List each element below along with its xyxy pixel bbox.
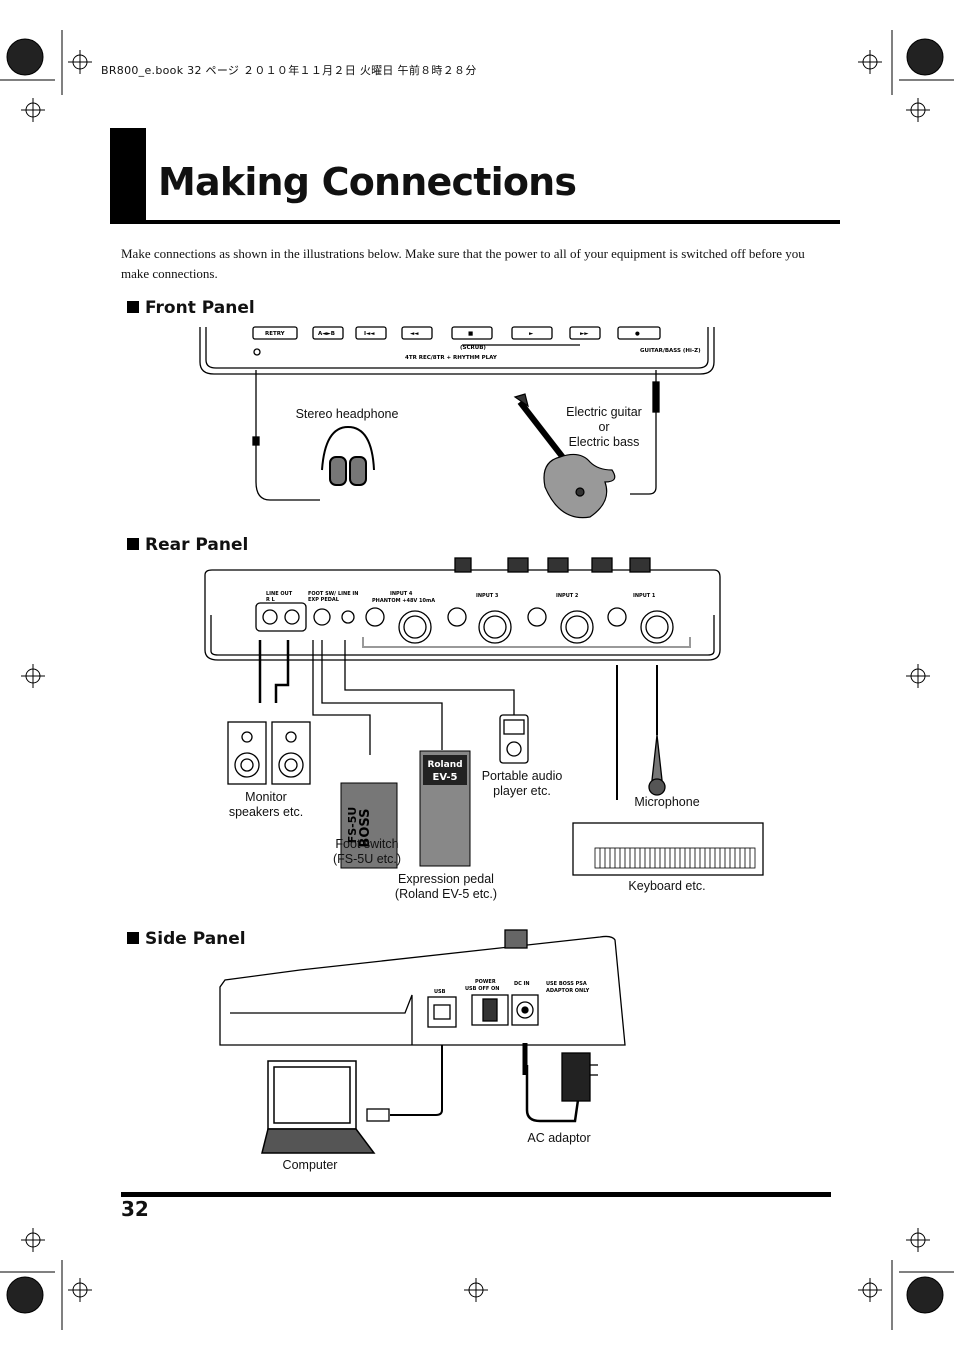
mode-label: 4TR REC/8TR + RHYTHM PLAY: [405, 355, 498, 361]
dc-in-label: DC IN: [514, 981, 530, 987]
portable-label-line1: Portable audio: [481, 769, 563, 783]
fs5u-model: FS-5U: [346, 807, 359, 844]
bullet-square-icon: [127, 932, 139, 944]
page-number: 32: [121, 1197, 149, 1221]
portable-label-line2: player etc.: [493, 784, 551, 798]
foot-sw-label-1: FOOT SW/: [308, 591, 336, 597]
monitor-label-line1: Monitor: [245, 790, 287, 804]
headphone-label: Stereo headphone: [295, 407, 399, 421]
footswitch-label-line1: Foot switch: [335, 837, 399, 851]
ev5-brand: Roland: [427, 760, 462, 770]
expression-label-line1: Expression pedal: [398, 872, 494, 886]
rec-button-label: ●: [635, 331, 640, 337]
input4-label: INPUT 4: [390, 591, 413, 597]
portable-label: Portable audio player etc.: [474, 769, 570, 799]
ac-adaptor-label: AC adaptor: [527, 1131, 591, 1145]
guitar-label-line1: Electric guitar: [566, 405, 642, 419]
bullet-square-icon: [127, 301, 139, 313]
line-in-label: LINE IN: [338, 591, 358, 597]
input3-label: INPUT 3: [476, 593, 499, 599]
title-bar-block: [110, 128, 146, 224]
headphone-icon: [321, 425, 375, 486]
stop-button-label: ■: [468, 331, 473, 337]
guitar-jack-label: GUITAR/BASS (Hi-Z): [640, 348, 701, 354]
title-rule: [110, 220, 840, 224]
ev5-model: EV-5: [433, 772, 458, 783]
rear-panel-heading-text: Rear Panel: [145, 535, 249, 555]
ab-button-label: A◄►B: [318, 331, 335, 337]
side-panel-heading-text: Side Panel: [145, 929, 246, 949]
book-header: BR800_e.book 32 ページ ２０１０年１１月２日 火曜日 午前８時２…: [101, 64, 477, 77]
rew-button-label: ◄◄: [410, 331, 419, 337]
fs5u-brand: BOSS: [358, 808, 373, 847]
power-position-label: USB OFF ON: [465, 986, 499, 992]
keyboard-keys: [594, 847, 756, 869]
expression-label: Expression pedal (Roland EV-5 etc.): [386, 872, 506, 902]
footswitch-icon: BOSS FS-5U: [340, 782, 398, 869]
expression-pedal-icon: Roland EV-5: [419, 750, 471, 867]
side-panel-diagram: USB POWER USB OFF ON DC IN USE BOSS PSA …: [219, 929, 626, 1154]
side-panel-heading: Side Panel: [127, 929, 246, 949]
guitar-label: Electric guitar or Electric bass: [552, 405, 656, 450]
bullet-square-icon: [127, 538, 139, 550]
footer-rule: [121, 1192, 831, 1197]
footswitch-label: Foot switch (FS-5U etc.): [322, 837, 412, 867]
input1-label: INPUT 1: [633, 593, 656, 599]
intro-paragraph: Make connections as shown in the illustr…: [121, 246, 805, 281]
play-button-label: ►: [529, 331, 534, 337]
retry-button-label: RETRY: [265, 331, 286, 337]
rear-panel-diagram: LINE OUT R L FOOT SW/ EXP PEDAL LINE IN …: [204, 557, 764, 876]
page-title: Making Connections: [158, 160, 577, 204]
adaptor-note-1: USE BOSS PSA: [546, 981, 587, 987]
power-label: POWER: [475, 979, 496, 985]
monitor-label-line2: speakers etc.: [228, 805, 304, 819]
guitar-label-line2: or: [598, 420, 610, 434]
expression-label-line2: (Roland EV-5 etc.): [394, 887, 498, 901]
line-out-rl-label: R L: [266, 597, 276, 603]
input2-label: INPUT 2: [556, 593, 579, 599]
front-panel-heading-text: Front Panel: [145, 298, 255, 318]
usb-label: USB: [434, 989, 446, 995]
front-panel-diagram: RETRY A◄►B I◄◄ ◄◄ ■ ► ►► ● (SCRUB) 4TR R…: [199, 326, 715, 519]
computer-label: Computer: [282, 1158, 338, 1172]
monitor-label: Monitor speakers etc.: [221, 790, 311, 820]
footswitch-label-line2: (FS-5U etc.): [332, 852, 402, 866]
rear-panel-heading: Rear Panel: [127, 535, 248, 555]
laptop-icon: [261, 1060, 376, 1154]
keyboard-label: Keyboard etc.: [628, 879, 706, 893]
guitar-label-line3: Electric bass: [568, 435, 640, 449]
prev-button-label: I◄◄: [364, 331, 375, 337]
scrub-label: (SCRUB): [460, 345, 486, 351]
adaptor-note-2: ADAPTOR ONLY: [546, 988, 590, 994]
line-out-label: LINE OUT: [266, 591, 293, 597]
foot-sw-label-2: EXP PEDAL: [308, 597, 340, 603]
microphone-label: Microphone: [634, 795, 700, 809]
electric-guitar-icon: [513, 393, 616, 519]
front-panel-heading: Front Panel: [127, 298, 255, 318]
ff-button-label: ►►: [580, 331, 589, 337]
phantom-label: PHANTOM +48V 10mA: [372, 598, 435, 604]
